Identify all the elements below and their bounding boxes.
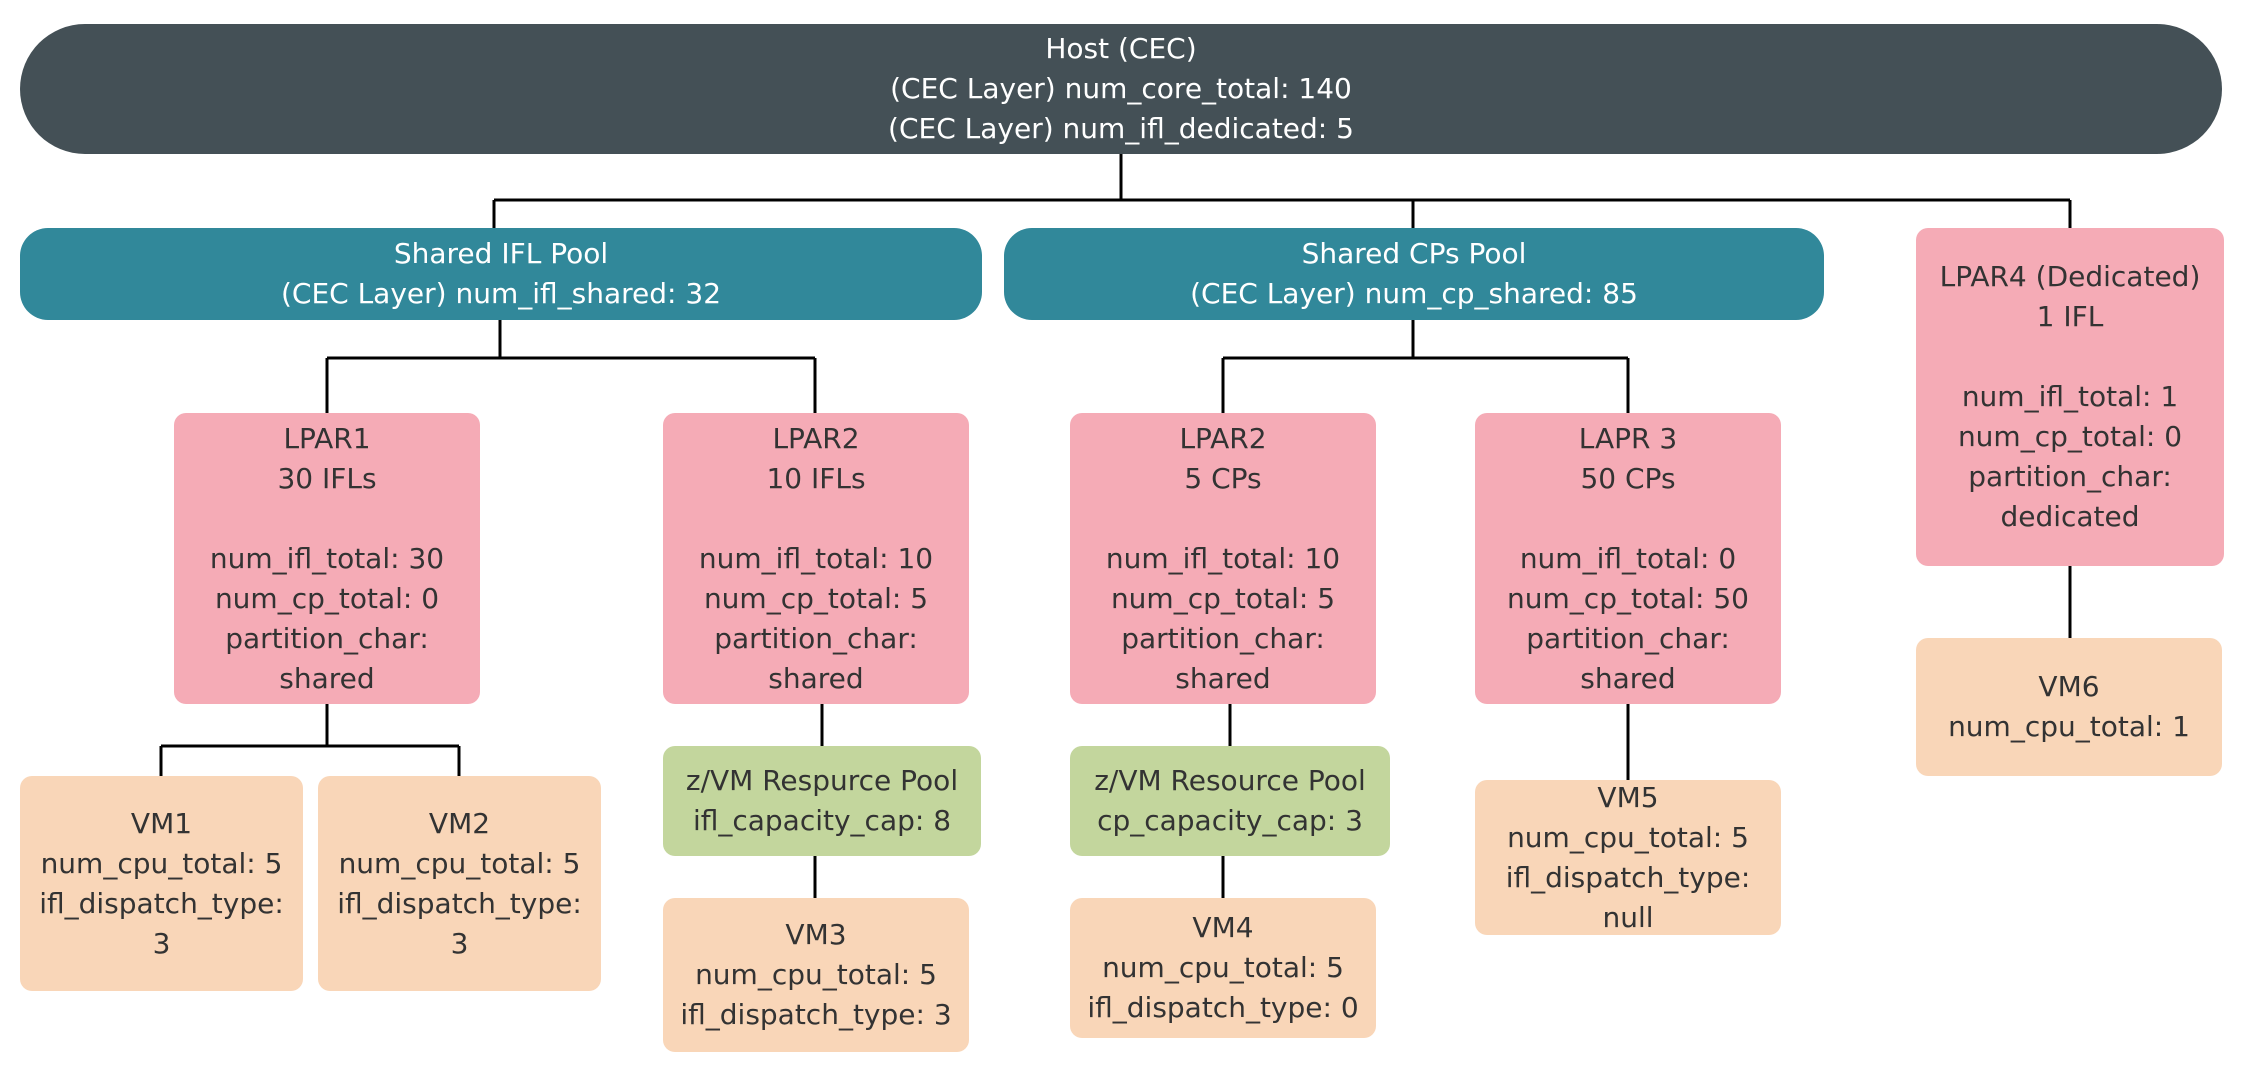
vm1-num-cpu-total: num_cpu_total: 5	[40, 846, 283, 880]
lpar2-ifl-node: LPAR2 10 IFLs num_ifl_total: 10 num_cp_t…	[663, 413, 969, 704]
vm3-dispatch-type: ifl_dispatch_type: 3	[680, 998, 952, 1031]
lapr3-node: LAPR 3 50 CPs num_ifl_total: 0 num_cp_to…	[1475, 413, 1781, 704]
host-cec-node: Host (CEC) (CEC Layer) num_core_total: 1…	[20, 24, 2222, 154]
zvm-pool-ifl-capacity-cap: ifl_capacity_cap: 8	[692, 804, 952, 837]
host-core-total: (CEC Layer) num_core_total: 140	[890, 72, 1352, 105]
lpar1-ifl-count: 30 IFLs	[277, 461, 377, 495]
lpar1-num-cp-total: num_cp_total: 0	[214, 581, 440, 615]
lapr3-num-ifl-total: num_ifl_total: 0	[1519, 541, 1737, 575]
vm6-num-cpu-total: num_cpu_total: 1	[1948, 710, 2190, 743]
connector-ifl-pool-to-lpars	[325, 320, 817, 413]
lpar4-dedicated-node: LPAR4 (Dedicated) 1 IFL num_ifl_total: 1…	[1916, 228, 2224, 566]
lpar2-ifl-partition-char-label: partition_char:	[714, 621, 918, 655]
vm3-node: VM3 num_cpu_total: 5 ifl_dispatch_type: …	[663, 898, 969, 1052]
lpar4-partition-char-value: dedicated	[2000, 500, 2140, 533]
vm5-name: VM5	[1597, 780, 1659, 814]
vm2-dispatch-type-value: 3	[450, 926, 469, 960]
zvm-pool-cp-title: z/VM Resource Pool	[1094, 764, 1366, 797]
cp-pool-title: Shared CPs Pool	[1301, 237, 1527, 270]
lpar4-partition-char-label: partition_char:	[1968, 460, 2172, 493]
vm1-name: VM1	[130, 806, 193, 840]
shared-cps-pool-node: Shared CPs Pool (CEC Layer) num_cp_share…	[1004, 228, 1824, 320]
lpar2-ifl-num-ifl-total: num_ifl_total: 10	[698, 541, 934, 575]
host-ifl-dedicated: (CEC Layer) num_ifl_dedicated: 5	[888, 112, 1354, 145]
lpar2-cp-num-cp-total: num_cp_total: 5	[1110, 581, 1336, 615]
connector-host-to-children	[492, 154, 2072, 228]
lpar4-num-cp-total: num_cp_total: 0	[1957, 420, 2183, 453]
vm3-num-cpu-total: num_cpu_total: 5	[695, 958, 937, 991]
host-title: Host (CEC)	[1045, 32, 1197, 65]
lpar2-ifl-count: 10 IFLs	[766, 461, 866, 495]
zvm-pool-cp-capacity-cap: cp_capacity_cap: 3	[1097, 804, 1363, 837]
zvm-pool-ifl-title: z/VM Respurce Pool	[685, 764, 959, 797]
connector-lpar1-to-vms	[159, 704, 461, 776]
lpar2-ifl-name: LPAR2	[772, 421, 860, 455]
vm2-num-cpu-total: num_cpu_total: 5	[338, 846, 581, 880]
lpar2-cp-count: 5 CPs	[1184, 461, 1262, 495]
lapr3-partition-char-label: partition_char:	[1526, 621, 1730, 655]
cp-pool-shared-count: (CEC Layer) num_cp_shared: 85	[1190, 277, 1638, 310]
vm2-node: VM2 num_cpu_total: 5 ifl_dispatch_type: …	[318, 776, 601, 991]
lpar2-cp-partition-char-label: partition_char:	[1121, 621, 1325, 655]
vm2-name: VM2	[428, 806, 491, 840]
zvm-resource-pool-ifl-node: z/VM Respurce Pool ifl_capacity_cap: 8	[663, 746, 981, 856]
lpar2-ifl-partition-char-value: shared	[768, 661, 864, 695]
lpar2-cp-name: LPAR2	[1179, 421, 1267, 455]
lapr3-cp-count: 50 CPs	[1580, 461, 1676, 495]
lpar1-partition-char-value: shared	[279, 661, 375, 695]
ifl-pool-shared-count: (CEC Layer) num_ifl_shared: 32	[280, 277, 722, 310]
vm5-dispatch-type-value: null	[1602, 900, 1654, 934]
vm1-node: VM1 num_cpu_total: 5 ifl_dispatch_type: …	[20, 776, 303, 991]
vm4-num-cpu-total: num_cpu_total: 5	[1102, 951, 1344, 984]
lpar2-cp-node: LPAR2 5 CPs num_ifl_total: 10 num_cp_tot…	[1070, 413, 1376, 704]
lpar1-num-ifl-total: num_ifl_total: 30	[209, 541, 445, 575]
lpar4-num-ifl-total: num_ifl_total: 1	[1961, 380, 2179, 413]
vm1-dispatch-type-label: ifl_dispatch_type:	[39, 886, 284, 920]
vm5-num-cpu-total: num_cpu_total: 5	[1507, 820, 1749, 854]
vm2-dispatch-type-label: ifl_dispatch_type:	[337, 886, 582, 920]
lpar2-ifl-num-cp-total: num_cp_total: 5	[703, 581, 929, 615]
ifl-pool-title: Shared IFL Pool	[393, 237, 609, 270]
vm4-name: VM4	[1192, 911, 1254, 944]
shared-ifl-pool-node: Shared IFL Pool (CEC Layer) num_ifl_shar…	[20, 228, 982, 320]
lpar1-name: LPAR1	[283, 421, 371, 455]
lapr3-partition-char-value: shared	[1580, 661, 1676, 695]
vm5-node: VM5 num_cpu_total: 5 ifl_dispatch_type: …	[1475, 780, 1781, 935]
lapr3-num-cp-total: num_cp_total: 50	[1507, 581, 1749, 615]
lpar2-cp-partition-char-value: shared	[1175, 661, 1271, 695]
lpar2-cp-num-ifl-total: num_ifl_total: 10	[1105, 541, 1341, 575]
lpar1-partition-char-label: partition_char:	[225, 621, 429, 655]
vm6-name: VM6	[2038, 670, 2100, 703]
lapr3-name: LAPR 3	[1578, 421, 1678, 455]
vm5-dispatch-type-label: ifl_dispatch_type:	[1505, 860, 1751, 894]
vm1-dispatch-type-value: 3	[152, 926, 171, 960]
connector-cp-pool-to-lpars	[1221, 320, 1630, 413]
lpar1-node: LPAR1 30 IFLs num_ifl_total: 30 num_cp_t…	[174, 413, 480, 704]
vm3-name: VM3	[785, 918, 847, 951]
lpar4-name: LPAR4 (Dedicated)	[1939, 260, 2201, 293]
lpar4-ifl-count: 1 IFL	[2036, 300, 2104, 333]
vm4-node: VM4 num_cpu_total: 5 ifl_dispatch_type: …	[1070, 898, 1376, 1038]
vm6-node: VM6 num_cpu_total: 1	[1916, 638, 2222, 776]
zvm-resource-pool-cp-node: z/VM Resource Pool cp_capacity_cap: 3	[1070, 746, 1390, 856]
vm4-dispatch-type: ifl_dispatch_type: 0	[1087, 991, 1359, 1024]
